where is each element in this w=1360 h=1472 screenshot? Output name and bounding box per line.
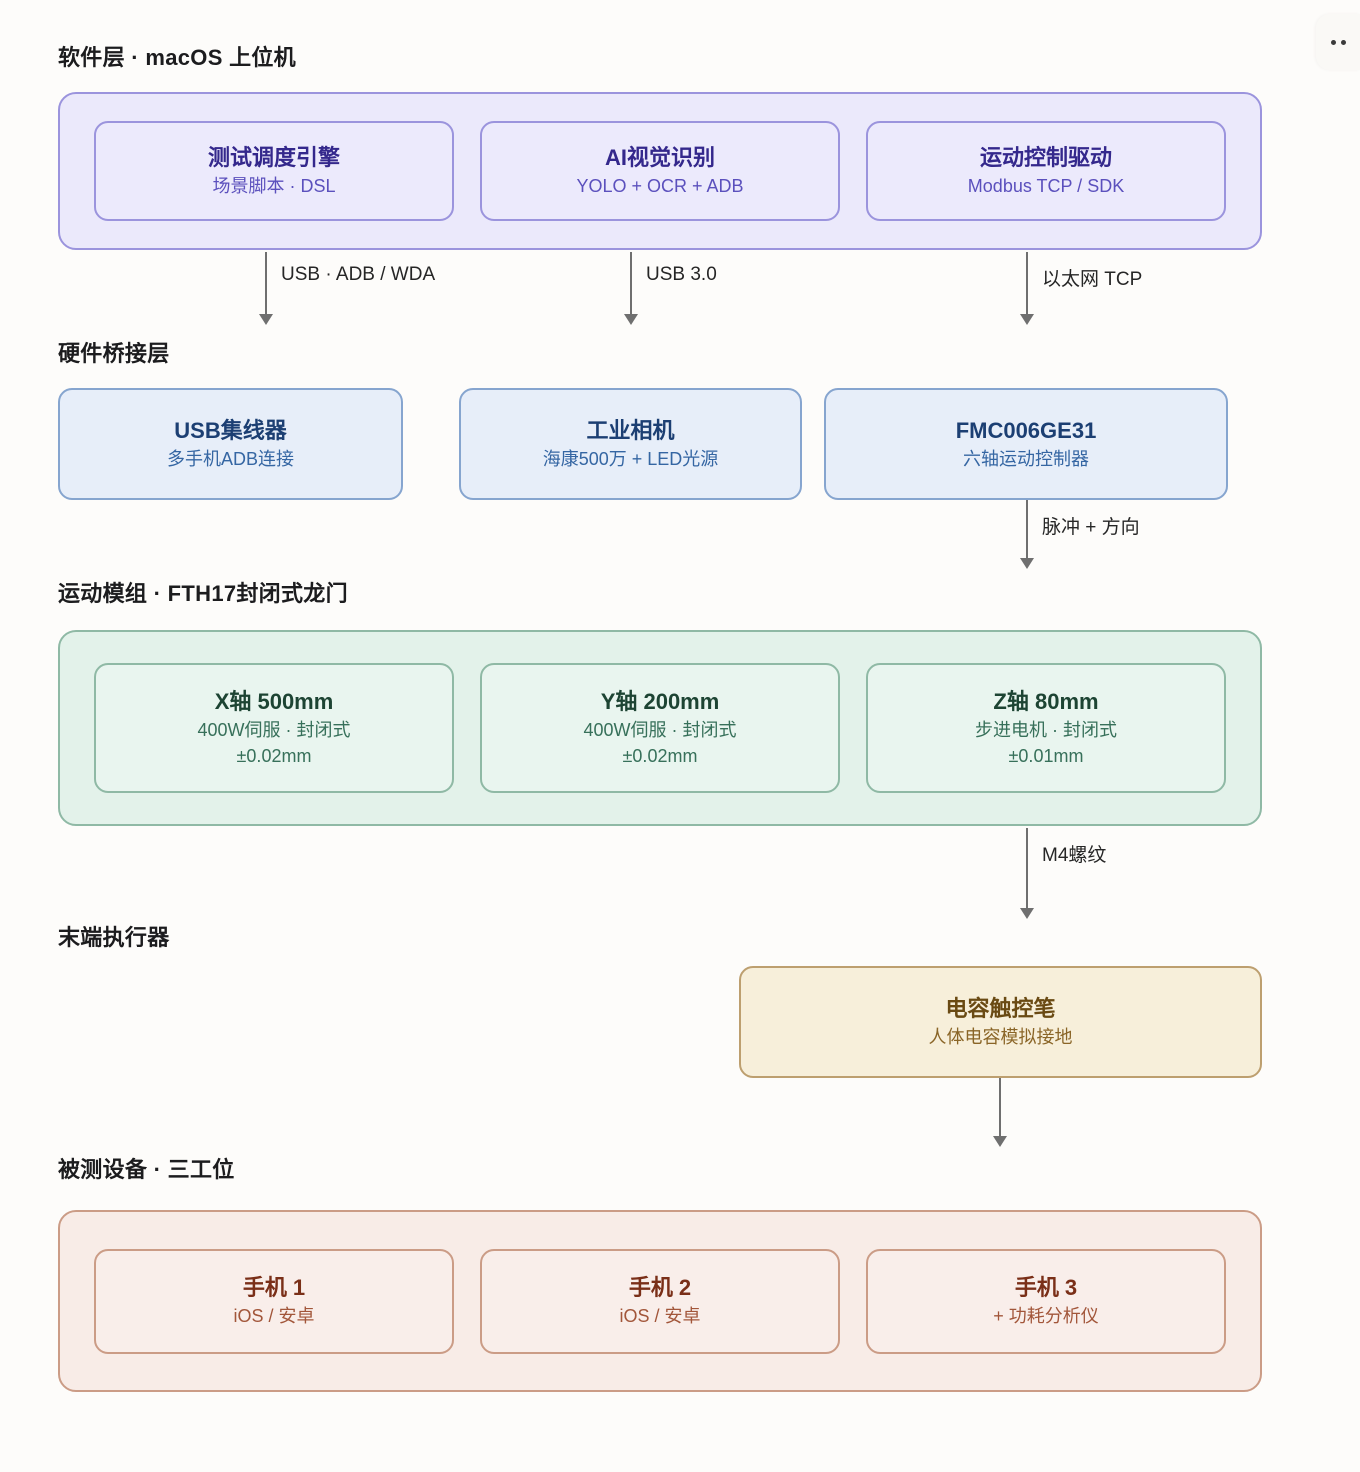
connector-line xyxy=(1026,828,1028,908)
card-axis-x[interactable]: X轴 500mm 400W伺服 · 封闭式 ±0.02mm xyxy=(94,663,454,793)
arrowhead-icon xyxy=(1020,558,1034,569)
card-phone-3[interactable]: 手机 3 + 功耗分析仪 xyxy=(866,1248,1226,1354)
card-title: 电容触控笔 xyxy=(945,996,1056,1022)
arrowhead-icon xyxy=(624,314,638,325)
card-usb-hub[interactable]: USB集线器 多手机ADB连接 xyxy=(58,388,403,500)
layer-heading-effector: 末端执行器 xyxy=(58,925,170,950)
layer-group-dut: 手机 1 iOS / 安卓 手机 2 iOS / 安卓 手机 3 + 功耗分析仪 xyxy=(58,1210,1262,1392)
ellipsis-dot-icon xyxy=(1340,39,1346,45)
card-title: 测试调度引擎 xyxy=(207,145,340,171)
card-subtitle: 400W伺服 · 封闭式 xyxy=(583,719,737,740)
connector-line xyxy=(630,252,632,314)
card-title: Y轴 200mm xyxy=(600,689,720,715)
layer-group-motion: X轴 500mm 400W伺服 · 封闭式 ±0.02mm Y轴 200mm 4… xyxy=(58,630,1262,826)
card-title: FMC006GE31 xyxy=(955,418,1097,444)
arrowhead-icon xyxy=(993,1136,1007,1147)
layer-heading-motion: 运动模组 · FTH17封闭式龙门 xyxy=(58,581,348,606)
card-axis-z[interactable]: Z轴 80mm 步进电机 · 封闭式 ±0.01mm xyxy=(866,663,1226,793)
card-subtitle: + 功耗分析仪 xyxy=(993,1305,1099,1326)
card-subtitle-secondary: ±0.02mm xyxy=(622,745,698,766)
card-title: 工业相机 xyxy=(586,418,675,444)
card-subtitle: Modbus TCP / SDK xyxy=(967,175,1125,196)
card-title: 手机 2 xyxy=(628,1275,692,1301)
connector-label: M4螺纹 xyxy=(1042,845,1107,866)
card-subtitle-secondary: ±0.01mm xyxy=(1008,745,1084,766)
card-subtitle: 多手机ADB连接 xyxy=(166,448,294,469)
card-ai-vision[interactable]: AI视觉识别 YOLO + OCR + ADB xyxy=(480,121,840,221)
card-subtitle: 400W伺服 · 封闭式 xyxy=(197,719,351,740)
connector-label: USB 3.0 xyxy=(646,264,717,285)
connector-line xyxy=(1026,252,1028,314)
card-title: AI视觉识别 xyxy=(604,145,715,171)
card-title: USB集线器 xyxy=(174,418,287,444)
card-subtitle: iOS / 安卓 xyxy=(619,1305,701,1326)
card-subtitle: 人体电容模拟接地 xyxy=(928,1026,1073,1047)
card-industrial-camera[interactable]: 工业相机 海康500万 + LED光源 xyxy=(459,388,802,500)
card-title: 运动控制驱动 xyxy=(979,145,1112,171)
card-motion-controller[interactable]: FMC006GE31 六轴运动控制器 xyxy=(824,388,1228,500)
layer-group-software: 测试调度引擎 场景脚本 · DSL AI视觉识别 YOLO + OCR + AD… xyxy=(58,92,1262,250)
connector-line xyxy=(1026,500,1028,558)
card-subtitle: iOS / 安卓 xyxy=(233,1305,315,1326)
connector-label: USB · ADB / WDA xyxy=(281,264,436,285)
card-phone-1[interactable]: 手机 1 iOS / 安卓 xyxy=(94,1248,454,1354)
more-options-button[interactable] xyxy=(1316,14,1360,70)
card-subtitle: 步进电机 · 封闭式 xyxy=(975,719,1117,740)
connector-line xyxy=(999,1078,1001,1136)
card-title: X轴 500mm xyxy=(214,689,334,715)
card-title: 手机 3 xyxy=(1014,1275,1078,1301)
arrowhead-icon xyxy=(1020,314,1034,325)
layer-heading-bridge: 硬件桥接层 xyxy=(58,341,170,366)
arrowhead-icon xyxy=(259,314,273,325)
arrowhead-icon xyxy=(1020,908,1034,919)
card-axis-y[interactable]: Y轴 200mm 400W伺服 · 封闭式 ±0.02mm xyxy=(480,663,840,793)
connector-label: 以太网 TCP xyxy=(1042,269,1143,290)
card-subtitle: 海康500万 + LED光源 xyxy=(542,448,719,469)
card-motion-driver[interactable]: 运动控制驱动 Modbus TCP / SDK xyxy=(866,121,1226,221)
card-subtitle: 场景脚本 · DSL xyxy=(212,175,336,196)
card-capacitive-stylus[interactable]: 电容触控笔 人体电容模拟接地 xyxy=(739,966,1262,1078)
layer-heading-software: 软件层 · macOS 上位机 xyxy=(58,45,296,70)
card-subtitle: YOLO + OCR + ADB xyxy=(576,175,744,196)
card-subtitle: 六轴运动控制器 xyxy=(963,448,1089,469)
connector-label: 脉冲 + 方向 xyxy=(1042,517,1140,538)
ellipsis-dot-icon xyxy=(1330,39,1336,45)
layer-heading-dut: 被测设备 · 三工位 xyxy=(58,1157,235,1182)
card-title: Z轴 80mm xyxy=(993,689,1099,715)
card-title: 手机 1 xyxy=(242,1275,306,1301)
card-phone-2[interactable]: 手机 2 iOS / 安卓 xyxy=(480,1248,840,1354)
card-subtitle-secondary: ±0.02mm xyxy=(236,745,312,766)
card-test-scheduler[interactable]: 测试调度引擎 场景脚本 · DSL xyxy=(94,121,454,221)
connector-line xyxy=(265,252,267,314)
